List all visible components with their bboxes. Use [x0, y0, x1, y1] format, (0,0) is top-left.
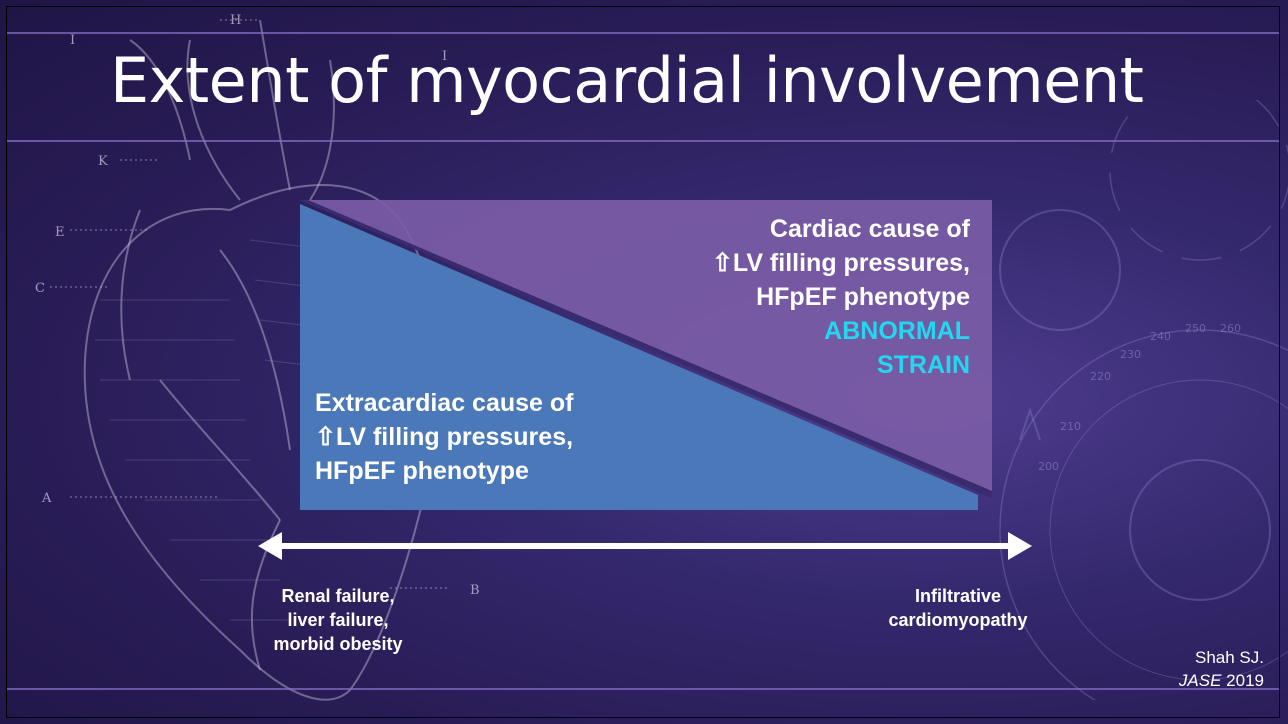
cardiac-line-1: Cardiac cause of: [712, 212, 970, 246]
cardiac-examples: Infiltrative cardiomyopathy: [858, 584, 1058, 632]
left-label-line-2: liver failure,: [228, 608, 448, 632]
extracardiac-line-2: ⇧LV filling pressures,: [315, 420, 573, 454]
strain-label: STRAIN: [712, 348, 970, 382]
cardiac-line-3: HFpEF phenotype: [712, 280, 970, 314]
citation-year: 2019: [1226, 671, 1264, 690]
spectrum-double-arrow: [258, 530, 1032, 562]
right-label-line-2: cardiomyopathy: [858, 608, 1058, 632]
abnormal-label: ABNORMAL: [712, 314, 970, 348]
extracardiac-line-3: HFpEF phenotype: [315, 454, 573, 488]
left-label-line-1: Renal failure,: [228, 584, 448, 608]
citation-journal: JASE: [1179, 671, 1222, 690]
extracardiac-examples: Renal failure, liver failure, morbid obe…: [228, 584, 448, 656]
extracardiac-cause-text: Extracardiac cause of ⇧LV filling pressu…: [315, 386, 573, 488]
right-label-line-1: Infiltrative: [858, 584, 1058, 608]
citation-author: Shah SJ.: [1179, 646, 1264, 669]
citation: Shah SJ. JASE 2019: [1179, 646, 1264, 692]
arrowhead-right: [1008, 532, 1032, 560]
arrowhead-left: [258, 532, 282, 560]
extracardiac-line-1: Extracardiac cause of: [315, 386, 573, 420]
citation-source: JASE 2019: [1179, 669, 1264, 692]
left-label-line-3: morbid obesity: [228, 632, 448, 656]
cardiac-line-2: ⇧LV filling pressures,: [712, 246, 970, 280]
cardiac-cause-text: Cardiac cause of ⇧LV filling pressures, …: [712, 212, 970, 382]
slide-title: Extent of myocardial involvement: [110, 44, 1210, 117]
